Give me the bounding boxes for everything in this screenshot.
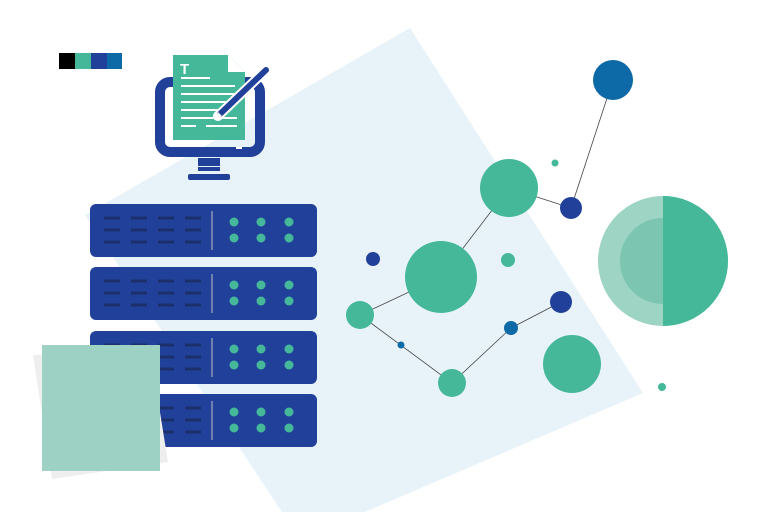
node xyxy=(346,301,374,329)
drive-slot xyxy=(158,228,174,232)
status-light xyxy=(229,344,239,354)
drive-slot xyxy=(158,406,174,410)
status-light xyxy=(229,407,239,417)
status-light xyxy=(256,423,266,433)
drive-slot xyxy=(185,240,201,244)
node xyxy=(438,369,466,397)
drive-slot xyxy=(158,367,174,371)
drive-slot xyxy=(104,240,120,244)
status-light xyxy=(284,360,294,370)
drive-slot xyxy=(185,355,201,359)
drive-slot xyxy=(131,216,147,220)
pie-icon xyxy=(598,196,728,326)
status-light xyxy=(229,217,239,227)
status-light xyxy=(256,407,266,417)
swatch-green xyxy=(75,53,91,69)
status-light xyxy=(229,233,239,243)
drive-slot xyxy=(158,418,174,422)
status-light xyxy=(229,360,239,370)
drive-slot xyxy=(185,343,201,347)
swatch-black xyxy=(59,53,75,69)
status-light xyxy=(256,280,266,290)
status-light xyxy=(256,217,266,227)
pen-icon xyxy=(213,65,271,121)
node xyxy=(397,341,405,349)
drive-slot xyxy=(131,240,147,244)
drive-slot xyxy=(158,355,174,359)
drive-slot xyxy=(158,216,174,220)
drive-slot xyxy=(104,291,120,295)
node xyxy=(504,321,518,335)
drive-slot xyxy=(158,430,174,434)
node xyxy=(560,197,582,219)
status-light xyxy=(284,344,294,354)
drive-slot xyxy=(185,216,201,220)
palette-swatches xyxy=(59,53,122,69)
server-unit xyxy=(90,267,317,320)
edge xyxy=(570,79,614,209)
drive-slot xyxy=(185,406,201,410)
status-light xyxy=(229,280,239,290)
status-light xyxy=(256,360,266,370)
network-graph xyxy=(346,60,666,397)
node xyxy=(501,253,515,267)
green-card xyxy=(42,345,160,471)
drive-slot xyxy=(104,216,120,220)
status-light xyxy=(284,423,294,433)
node xyxy=(366,252,380,266)
status-light xyxy=(284,217,294,227)
drive-slot xyxy=(185,303,201,307)
status-light xyxy=(284,280,294,290)
server-unit xyxy=(90,204,317,257)
drive-slot xyxy=(185,291,201,295)
drive-slot xyxy=(158,303,174,307)
swatch-blue xyxy=(107,53,122,69)
drive-slot xyxy=(104,228,120,232)
node xyxy=(658,383,666,391)
drive-slot xyxy=(131,303,147,307)
status-light xyxy=(256,296,266,306)
drive-slot xyxy=(104,279,120,283)
node xyxy=(550,291,572,313)
drive-slot xyxy=(131,279,147,283)
status-light xyxy=(284,407,294,417)
node xyxy=(543,335,601,393)
status-light xyxy=(284,233,294,243)
node xyxy=(593,60,633,100)
drive-slot xyxy=(158,291,174,295)
edge xyxy=(359,314,453,384)
drive-slot xyxy=(158,279,174,283)
drive-slot xyxy=(185,367,201,371)
status-light xyxy=(256,344,266,354)
status-light xyxy=(284,296,294,306)
drive-slot xyxy=(185,430,201,434)
document-heading-letter: T xyxy=(180,61,189,78)
drive-slot xyxy=(185,418,201,422)
drive-slot xyxy=(131,228,147,232)
node xyxy=(551,159,559,167)
swatch-navy xyxy=(91,53,107,69)
drive-slot xyxy=(131,291,147,295)
node xyxy=(480,159,538,217)
status-light xyxy=(229,296,239,306)
drive-slot xyxy=(185,279,201,283)
status-light xyxy=(256,233,266,243)
node xyxy=(405,241,477,313)
status-light xyxy=(229,423,239,433)
drive-slot xyxy=(104,303,120,307)
drive-slot xyxy=(158,343,174,347)
drive-slot xyxy=(158,240,174,244)
drive-slot xyxy=(185,228,201,232)
